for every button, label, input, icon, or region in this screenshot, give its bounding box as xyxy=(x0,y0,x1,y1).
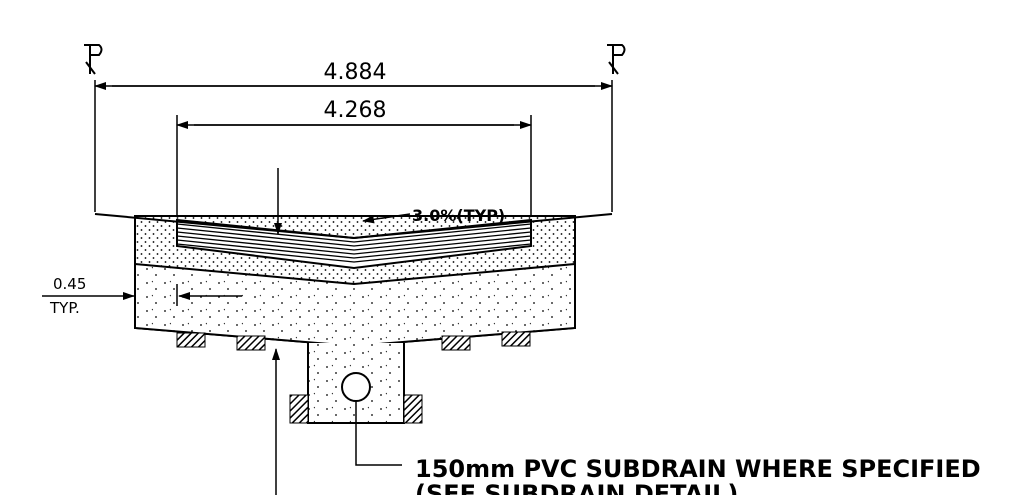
subdrain-note-line1: 150mm PVC SUBDRAIN WHERE SPECIFIED xyxy=(415,455,981,483)
slope-arrow xyxy=(362,213,411,224)
offset-typ: TYP. xyxy=(49,299,80,317)
dimension-inner-label: 4.268 xyxy=(324,98,387,123)
dimension-outer-label: 4.884 xyxy=(324,60,387,85)
subdrain-note-line2: (SEE SUBDRAIN DETAIL) xyxy=(415,480,738,495)
property-line-right xyxy=(607,44,626,75)
pavement-surface xyxy=(94,213,613,240)
subdrain-leader-line xyxy=(355,401,402,466)
asphalt-layer xyxy=(176,218,532,270)
natural-ground-hatching xyxy=(176,331,531,424)
offset-value: 0.45 xyxy=(53,275,86,293)
subgrade-layer xyxy=(134,262,576,348)
dimension-outer xyxy=(94,80,613,212)
slope-label: 3.0%(TYP) xyxy=(412,206,505,225)
dimension-inner xyxy=(176,115,532,218)
offset-annotation xyxy=(42,284,242,306)
property-line-left xyxy=(84,44,103,75)
pvc-subdrain-pipe xyxy=(341,372,371,402)
